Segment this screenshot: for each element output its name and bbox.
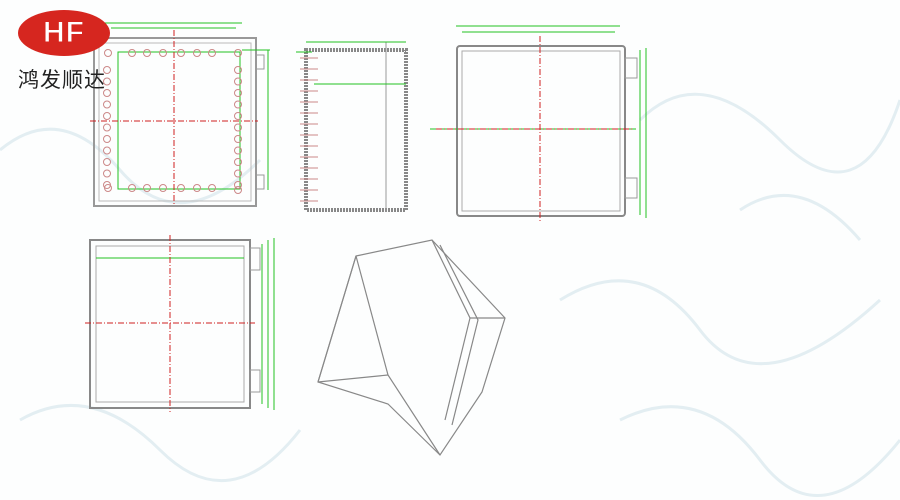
screw-boss <box>159 184 167 192</box>
screw-boss <box>234 112 242 120</box>
screw-boss <box>234 66 242 74</box>
screw-boss <box>234 169 242 178</box>
screw-boss <box>177 184 185 192</box>
screw-boss <box>103 135 111 143</box>
screw-boss <box>193 49 201 57</box>
screw-boss <box>234 77 242 86</box>
screw-boss <box>234 146 242 155</box>
isometric-view <box>317 239 506 456</box>
screw-boss <box>208 184 216 192</box>
screw-boss <box>177 49 185 57</box>
screw-boss <box>103 112 111 120</box>
screw-boss <box>103 89 111 97</box>
logo-mark: HF <box>18 10 110 56</box>
screw-boss <box>103 100 111 109</box>
screw-boss <box>103 158 111 166</box>
screw-boss <box>103 77 111 86</box>
screw-boss <box>143 184 151 192</box>
lid-front-view <box>85 235 275 412</box>
screw-boss <box>193 184 201 192</box>
company-name: 鸿发顺达 <box>18 68 106 92</box>
screw-boss <box>104 184 112 192</box>
watermark <box>0 92 900 497</box>
screw-boss <box>103 66 111 74</box>
company-logo: HF <box>18 10 110 56</box>
screw-boss <box>234 186 242 194</box>
screw-boss <box>128 49 136 57</box>
screw-boss <box>234 123 242 132</box>
screw-boss <box>159 49 167 57</box>
screw-boss <box>103 169 111 178</box>
screw-boss <box>234 100 242 109</box>
screw-boss <box>128 184 136 192</box>
screw-boss <box>104 49 112 57</box>
front-view <box>430 25 647 222</box>
screw-boss <box>143 49 151 57</box>
screw-boss <box>234 135 242 143</box>
back-view <box>90 22 270 207</box>
screw-boss <box>234 181 242 189</box>
side-section-view <box>296 41 408 212</box>
screw-boss <box>234 49 242 57</box>
screw-boss <box>103 146 111 155</box>
screw-boss <box>103 123 111 132</box>
screw-boss <box>234 89 242 97</box>
screw-boss <box>234 158 242 166</box>
screw-boss <box>208 49 216 57</box>
